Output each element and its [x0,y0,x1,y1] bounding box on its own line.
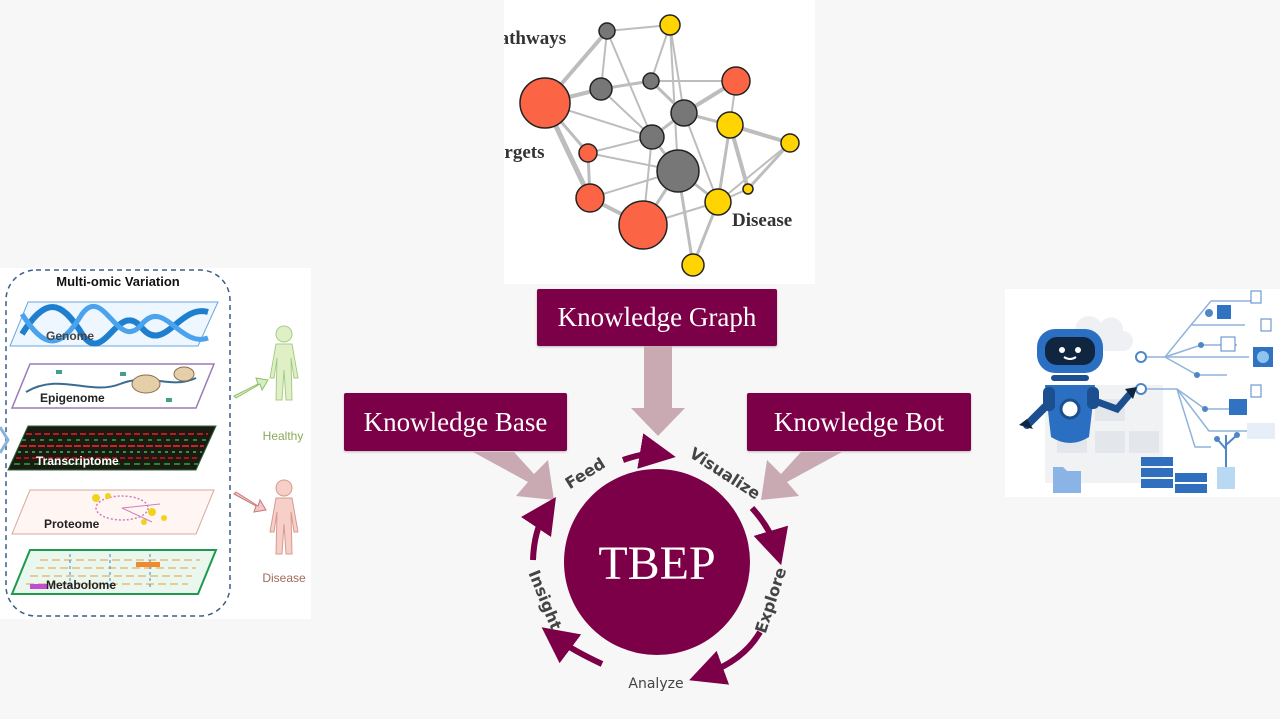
graph-node-target [578,143,598,163]
disease-label: Disease [262,571,306,585]
proteome-layer: Proteome [11,489,215,535]
cycle-arc-insight [521,497,556,561]
graph-node-pathway [656,149,700,193]
omics-title: Multi-omic Variation [56,274,180,289]
healthy-label: Healthy [263,429,304,443]
bot-to-center-arrow [761,452,842,500]
graph-node-target [721,66,751,96]
graph-node-disease [681,253,705,277]
graph-node-target [618,200,668,250]
cycle-arc-visualize [749,505,789,566]
cycle-label-analyze: Analyze [628,676,683,692]
graph-node-disease [742,183,754,195]
healthy-human-figure [269,325,299,401]
graph-node-pathway [598,22,616,40]
graph-label-targets: Targets [504,142,545,163]
cycle-label-insight: Insight [525,567,566,633]
graph-node-disease [780,133,800,153]
cycle-label-visualize: Visualize [686,444,764,504]
network-graph: Pathways Targets Disease [504,14,800,277]
graph-label-disease: Disease [732,210,792,231]
cycle-arc-analyze [541,627,604,667]
graph-node-disease [716,111,744,139]
graph-node-target [519,77,571,129]
multi-omic-illustration: Multi-omic Variation Genome Epigenome [5,269,306,617]
graph-nodes [519,14,800,277]
circuit-lines [1141,300,1251,448]
tbep-title: TBEP [598,537,715,590]
transcriptome-label: Transcriptome [36,454,119,468]
cycle-arc-feed [622,433,676,469]
server-stack-icon [1141,457,1207,493]
data-tiles [1217,290,1275,439]
genome-label: Genome [46,329,94,343]
graph-node-target [575,183,605,213]
knowledge-graph-panel: Pathways Targets Disease [504,0,815,284]
genome-layer: Genome [9,301,219,347]
knowledge-bot-panel [1005,289,1280,497]
graph-node-pathway [670,99,698,127]
graph-node-pathway [639,124,665,150]
folder-icon [1053,467,1081,493]
transcriptome-layer: Transcriptome [7,425,217,471]
graph-node-pathway [642,72,660,90]
disease-human-figure [269,479,299,555]
cycle-label-explore: Explore [751,565,790,636]
robot-illustration [1019,290,1275,493]
graph-node-pathway [589,77,613,101]
knowledge-graph-box: Knowledge Graph [537,289,777,346]
epigenome-label: Epigenome [40,391,105,405]
chevron-right-icon [0,426,10,454]
omics-dashed-frame [5,269,231,617]
healthy-arrow [233,377,269,399]
robot-figure [1019,329,1137,443]
multi-omic-panel: Multi-omic Variation Genome Epigenome [0,268,311,619]
metabolome-label: Metabolome [46,578,116,592]
tbep-center-circle [564,469,750,655]
base-to-center-arrow [473,452,554,500]
cycle-arc-explore [689,630,763,685]
cycle-label-feed: Feed [562,454,609,493]
plant-icon [1214,432,1240,489]
epigenome-layer: Epigenome [10,363,216,409]
graph-label-pathways: Pathways [504,28,566,49]
graph-node-disease [659,14,681,36]
graph-node-disease [704,188,732,216]
knowledge-base-box: Knowledge Base [344,393,567,451]
metabolome-layer: Metabolome [10,549,218,595]
graph-to-center-arrow [631,346,685,436]
knowledge-bot-box: Knowledge Bot [747,393,971,451]
proteome-label: Proteome [44,517,100,531]
disease-arrow [233,491,267,513]
